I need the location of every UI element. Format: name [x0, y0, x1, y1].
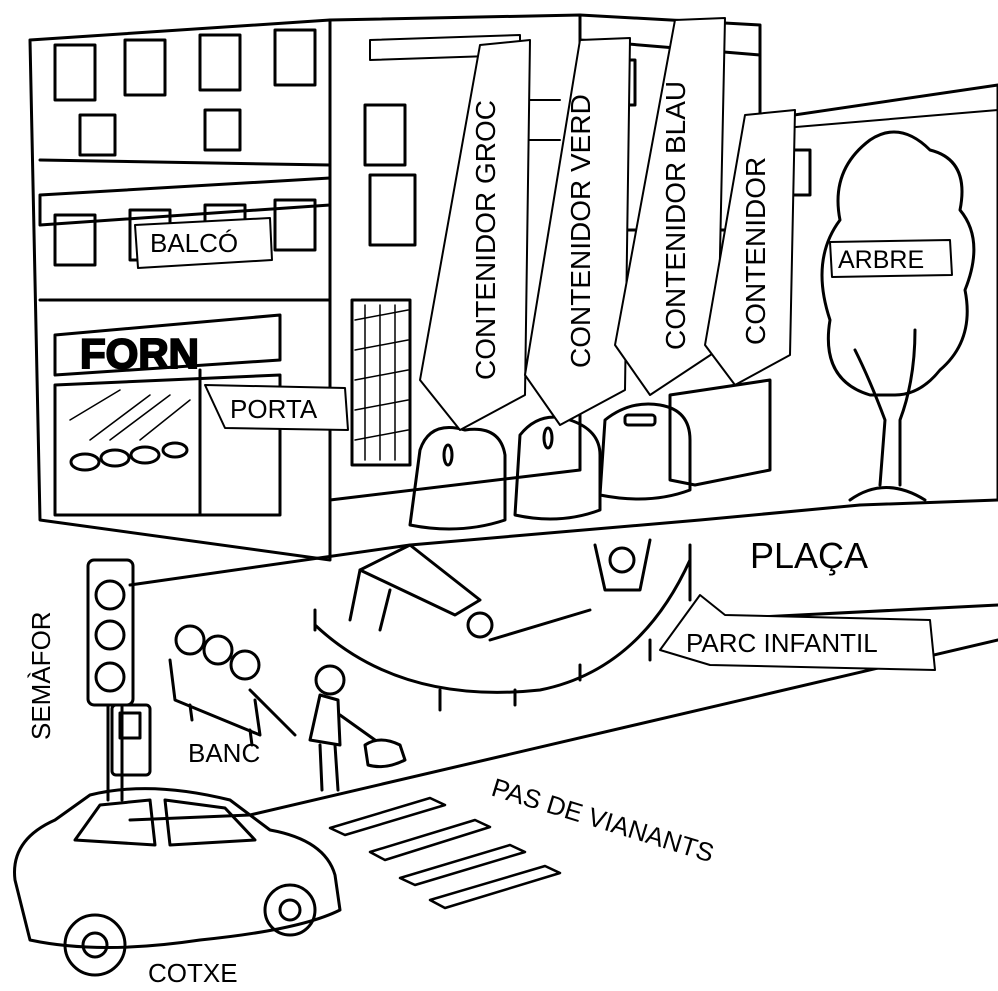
label-contenidor: CONTENIDOR: [740, 157, 771, 345]
label-contenidor-groc: CONTENIDOR GROC: [470, 100, 501, 380]
sign-forn: FORN: [80, 330, 199, 377]
bench-with-people: [170, 626, 295, 745]
container-green: [515, 417, 600, 519]
label-porta: PORTA: [230, 394, 318, 424]
label-balco: BALCÓ: [150, 228, 238, 258]
container-grey: [670, 380, 770, 485]
crosswalk: [330, 798, 560, 908]
label-placa: PLAÇA: [750, 535, 868, 576]
label-banc: BANC: [188, 738, 260, 768]
label-parc-infantil: PARC INFANTIL: [686, 628, 878, 658]
traffic-light: [88, 560, 150, 800]
container-blue: [600, 404, 690, 499]
label-contenidor-blau: CONTENIDOR BLAU: [660, 81, 691, 350]
tree: [822, 132, 974, 500]
label-semafor: SEMÀFOR: [26, 611, 56, 740]
label-cotxe: COTXE: [148, 958, 238, 988]
playground: [315, 540, 690, 710]
woman-with-dog: [310, 666, 405, 790]
label-arbre: ARBRE: [838, 246, 924, 274]
label-contenidor-verd: CONTENIDOR VERD: [565, 94, 596, 368]
door: [352, 300, 410, 465]
left-building: [30, 20, 330, 560]
container-yellow: [410, 428, 505, 530]
